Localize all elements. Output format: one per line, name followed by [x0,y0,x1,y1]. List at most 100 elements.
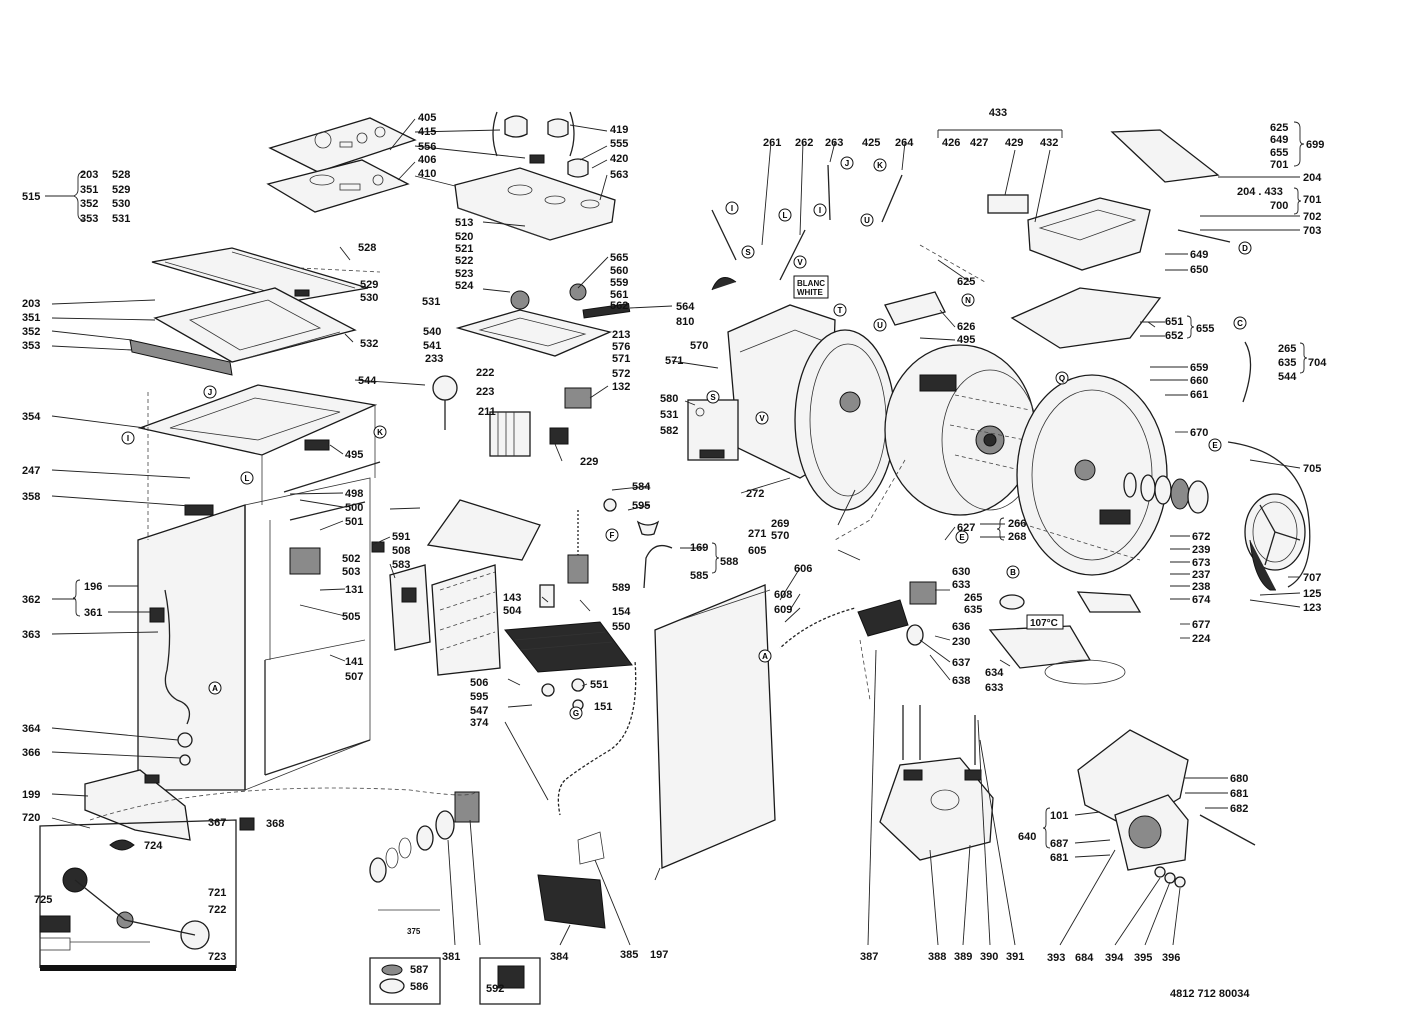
part-number-labels: 433 625 649 655 701 699 204 204 . 433 70… [22,107,1327,995]
label-white: WHITE [797,288,823,297]
top-frame-351 [129,287,357,376]
document-number: 4812 712 80034 [1170,988,1250,1000]
label-720: 720 [22,812,40,824]
label-651: 651 [1165,316,1183,328]
label-707: 707 [1303,572,1321,584]
label-702: 702 [1303,211,1321,223]
label-547: 547 [470,705,488,717]
label-151: 151 [594,701,612,713]
label-681b: 681 [1050,852,1068,864]
label-529: 529 [360,279,378,291]
label-649: 649 [1270,134,1288,146]
marker-circle-i [121,431,135,445]
label-672: 672 [1192,531,1210,543]
label-224: 224 [1192,633,1211,645]
marker-letter-i: I [731,204,733,213]
label-427: 427 [970,137,988,149]
label-592: 592 [486,983,504,995]
label-495b: 495 [957,334,975,346]
label-634: 634 [985,667,1004,679]
marker-circle-a [758,649,772,663]
label-721: 721 [208,887,226,899]
tub-ring [794,329,896,511]
label-143: 143 [503,592,521,604]
label-353a: 353 [80,213,98,225]
marker-letter-k: K [377,428,383,437]
label-362: 362 [22,594,40,606]
label-572: 572 [612,368,630,380]
label-638: 638 [952,675,970,687]
control-panel-405 [268,117,417,173]
marker-letter-k: K [877,161,883,170]
marker-circle-k [873,158,887,172]
control-panel-406 [266,159,410,213]
label-585: 585 [690,570,708,582]
label-588: 588 [720,556,738,568]
label-358: 358 [22,491,40,503]
label-530a: 530 [112,198,130,210]
label-655: 655 [1270,147,1288,159]
marker-circle-u [873,318,887,332]
label-419: 419 [610,124,628,136]
label-101: 101 [1050,810,1068,822]
label-523: 523 [455,268,473,280]
label-586: 586 [410,981,428,993]
marker-circle-b [1006,565,1020,579]
label-605: 605 [748,545,766,557]
label-353: 353 [22,340,40,352]
label-410: 410 [418,168,436,180]
label-701b: 701 [1303,194,1321,206]
label-583: 583 [392,559,410,571]
marker-letter-c: C [1237,319,1243,328]
label-385: 385 [620,949,638,961]
marker-circle-j [203,385,217,399]
label-406: 406 [418,154,436,166]
label-396: 396 [1162,952,1180,964]
label-203a: 203 [80,169,98,181]
label-684: 684 [1075,952,1094,964]
label-374: 374 [470,717,489,729]
label-670: 670 [1190,427,1208,439]
label-141: 141 [345,656,363,668]
marker-letter-a: A [762,652,768,661]
label-635b: 635 [964,604,982,616]
label-387: 387 [860,951,878,963]
label-381: 381 [442,951,460,963]
label-354: 354 [22,411,41,423]
marker-letter-g: G [573,709,579,718]
label-498: 498 [345,488,363,500]
label-680: 680 [1230,773,1248,785]
label-375: 375 [407,927,421,936]
label-528a: 528 [112,169,130,181]
label-652: 652 [1165,330,1183,342]
marker-letter-e: E [959,533,965,542]
label-502: 502 [342,553,360,565]
marker-letter-l: L [245,474,250,483]
label-203: 203 [22,298,40,310]
label-432: 432 [1040,137,1058,149]
label-570: 570 [690,340,708,352]
label-197: 197 [650,949,668,961]
label-271: 271 [748,528,766,540]
label-660: 660 [1190,375,1208,387]
label-238: 238 [1192,581,1210,593]
marker-letter-b: B [1010,568,1016,577]
marker-circle-s [706,390,720,404]
label-272: 272 [746,488,764,500]
label-626: 626 [957,321,975,333]
label-501: 501 [345,516,363,528]
label-550: 550 [612,621,630,633]
marker-letter-q: Q [1059,374,1065,383]
marker-letter-d: D [1242,244,1248,253]
label-701: 701 [1270,159,1288,171]
label-556: 556 [418,141,436,153]
marker-circle-j [840,156,854,170]
marker-circle-q [1055,371,1069,385]
label-524: 524 [455,280,474,292]
label-425: 425 [862,137,880,149]
label-505: 505 [342,611,360,623]
marker-letter-u: U [864,216,870,225]
marker-circle-a [208,681,222,695]
label-237: 237 [1192,569,1210,581]
